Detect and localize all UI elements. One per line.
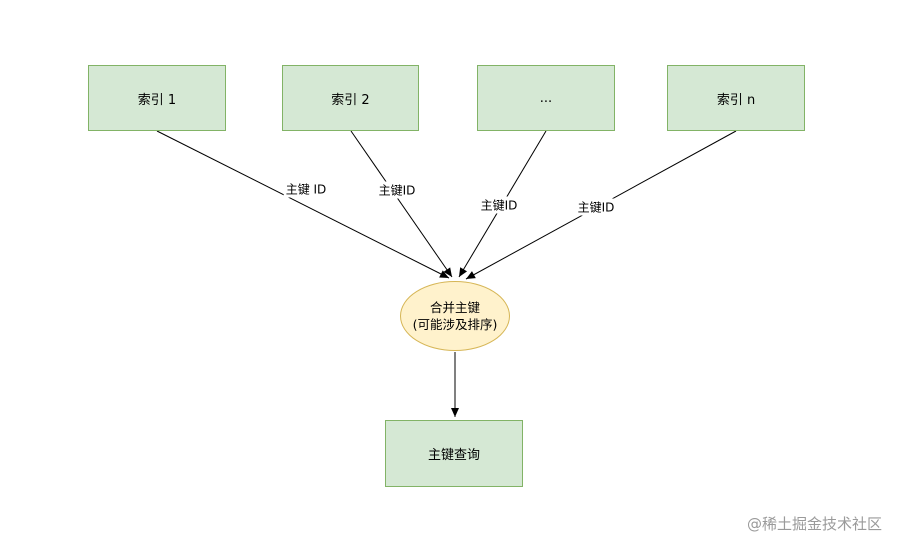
edge-index1-to-merge <box>156 130 450 279</box>
edge-label-index2: 主键ID <box>376 181 418 199</box>
node-index-n-label: 索引 n <box>716 92 756 108</box>
node-index-n: 索引 n <box>667 65 805 131</box>
watermark: @稀土掘金技术社区 <box>746 515 882 533</box>
edge-index2-to-merge <box>350 130 453 278</box>
node-index-2-label: 索引 2 <box>331 92 370 108</box>
merge-label-line1: 合并主键 <box>429 299 480 315</box>
node-primary-key-query: 主键查询 <box>385 420 523 487</box>
edge-label-index3: 主键ID <box>478 196 520 214</box>
node-index-ellipsis-label: ... <box>539 90 553 106</box>
edge-label-index-n: 主键ID <box>575 198 617 216</box>
merge-label-line2: (可能涉及排序) <box>412 317 498 332</box>
node-index-2: 索引 2 <box>282 65 419 131</box>
node-index-1-label: 索引 1 <box>137 92 177 108</box>
node-index-ellipsis: ... <box>477 65 615 131</box>
edge-label-index1: 主键 ID <box>283 180 329 198</box>
node-primary-key-query-label: 主键查询 <box>427 448 480 463</box>
node-index-1: 索引 1 <box>88 65 226 131</box>
node-merge-primary-key: 合并主键 (可能涉及排序) <box>400 281 510 351</box>
